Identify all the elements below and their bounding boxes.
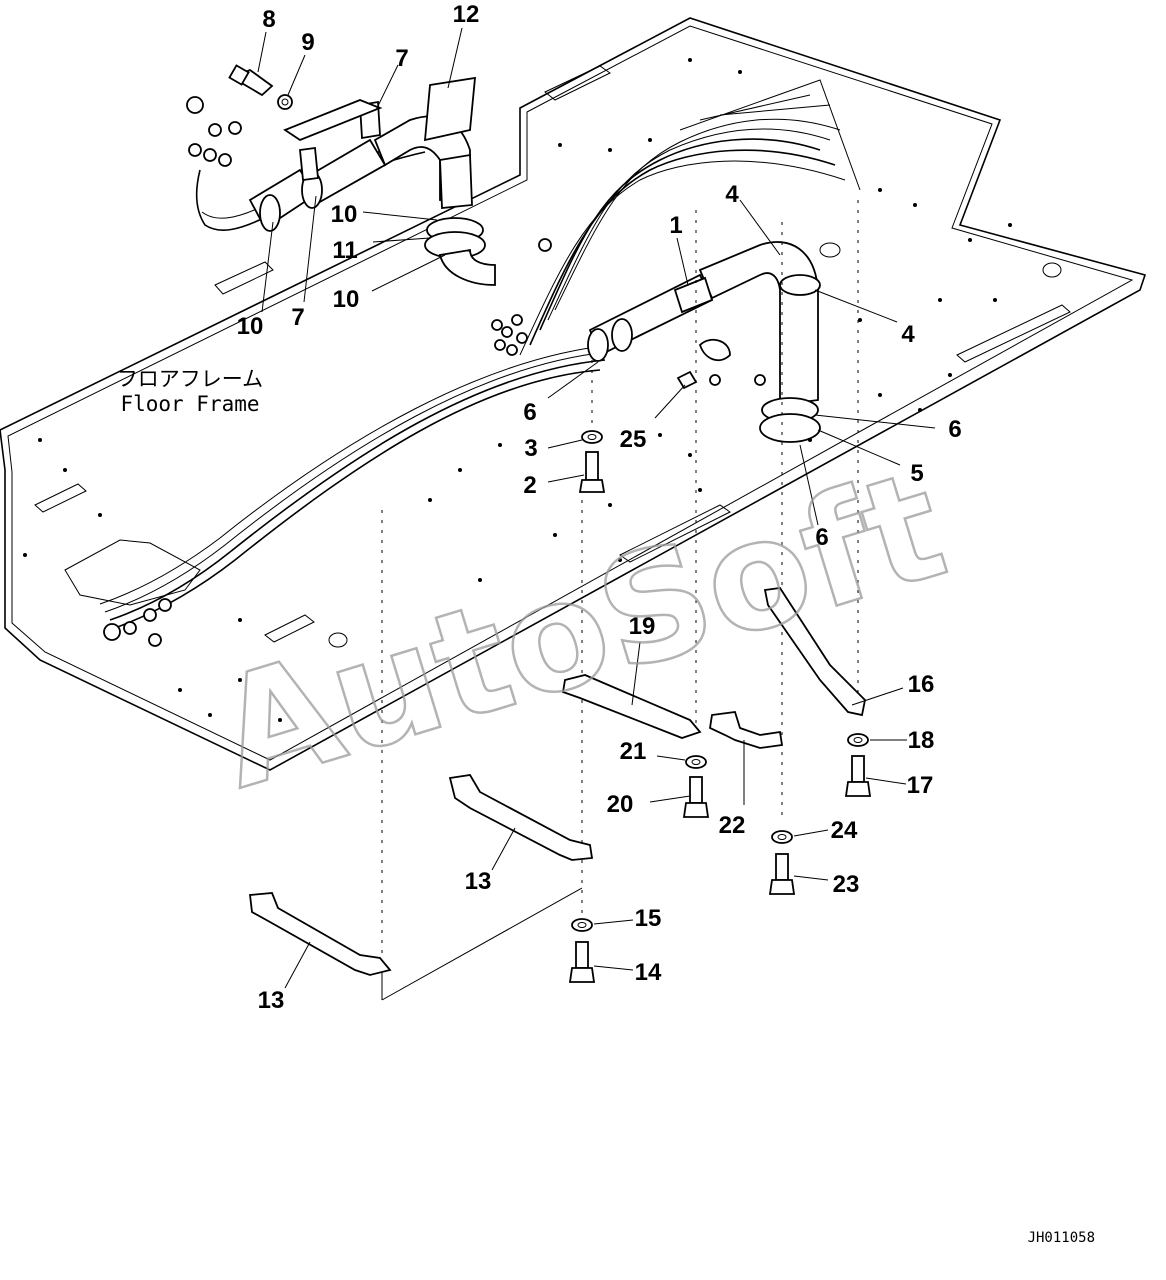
callout-9: 9 [301, 29, 314, 56]
floor-frame-label-jp: フロアフレーム [117, 367, 263, 391]
part-17-bolt [844, 755, 872, 797]
callout-4-upper: 4 [725, 181, 739, 208]
part-3-washer [581, 430, 603, 444]
document-number: JH011058 [1028, 1230, 1095, 1246]
pipe-assembly-left [248, 76, 496, 286]
part-25-bolt [676, 370, 698, 390]
watermark: AutoSoft [199, 438, 963, 822]
callout-21: 21 [620, 738, 647, 765]
part-2-bolt [578, 451, 606, 493]
callout-6-left: 6 [523, 399, 536, 426]
part-9-washer [277, 94, 293, 110]
callout-20: 20 [607, 791, 634, 818]
callout-11: 11 [332, 237, 357, 264]
callout-25: 25 [620, 426, 647, 453]
callout-14: 14 [635, 959, 662, 986]
callout-10-left: 10 [237, 313, 264, 340]
callout-13-upper: 13 [465, 868, 492, 895]
part-22-bracket [709, 711, 784, 749]
part-18-washer [847, 733, 869, 747]
callout-19: 19 [629, 613, 656, 640]
floor-frame [0, 17, 1147, 771]
part-14-bolt [568, 941, 596, 983]
part-15-washer [571, 918, 593, 932]
callout-24: 24 [831, 817, 858, 844]
callout-6-bottom: 6 [815, 524, 828, 551]
part-20-bolt [682, 776, 710, 818]
callout-1: 1 [669, 212, 682, 239]
pipe-assembly-right [587, 241, 821, 443]
part-16-bracket [763, 587, 866, 717]
callout-10-upper: 10 [331, 201, 358, 228]
part-19-bracket [561, 674, 702, 739]
callout-22: 22 [719, 812, 746, 839]
part-21-washer [685, 755, 707, 769]
callout-6-right: 6 [948, 416, 961, 443]
callout-13-lower: 13 [258, 987, 285, 1014]
callout-4-lower: 4 [901, 321, 915, 348]
part-8-bolt [228, 64, 274, 97]
part-13-bracket-lower [248, 892, 392, 976]
callout-15: 15 [635, 905, 662, 932]
callout-7-lower: 7 [291, 304, 304, 331]
part-24-washer [771, 830, 793, 844]
part-13-bracket-upper [448, 774, 594, 861]
callout-8: 8 [262, 6, 275, 33]
callout-5: 5 [910, 460, 923, 487]
leader-lines [257, 27, 936, 989]
floor-frame-label-en: Floor Frame [120, 392, 259, 416]
callout-17: 17 [907, 772, 934, 799]
callout-18: 18 [908, 727, 935, 754]
callout-2: 2 [523, 472, 536, 499]
callout-12: 12 [453, 1, 480, 28]
callout-7-upper: 7 [395, 45, 408, 72]
callout-numbers: 8 9 12 7 10 11 10 10 7 1 4 4 6 6 5 6 3 2… [237, 1, 962, 1014]
callout-10-middle: 10 [333, 286, 360, 313]
callout-16: 16 [908, 671, 935, 698]
callout-3: 3 [524, 435, 537, 462]
callout-23: 23 [833, 871, 860, 898]
part-23-bolt [768, 853, 796, 895]
